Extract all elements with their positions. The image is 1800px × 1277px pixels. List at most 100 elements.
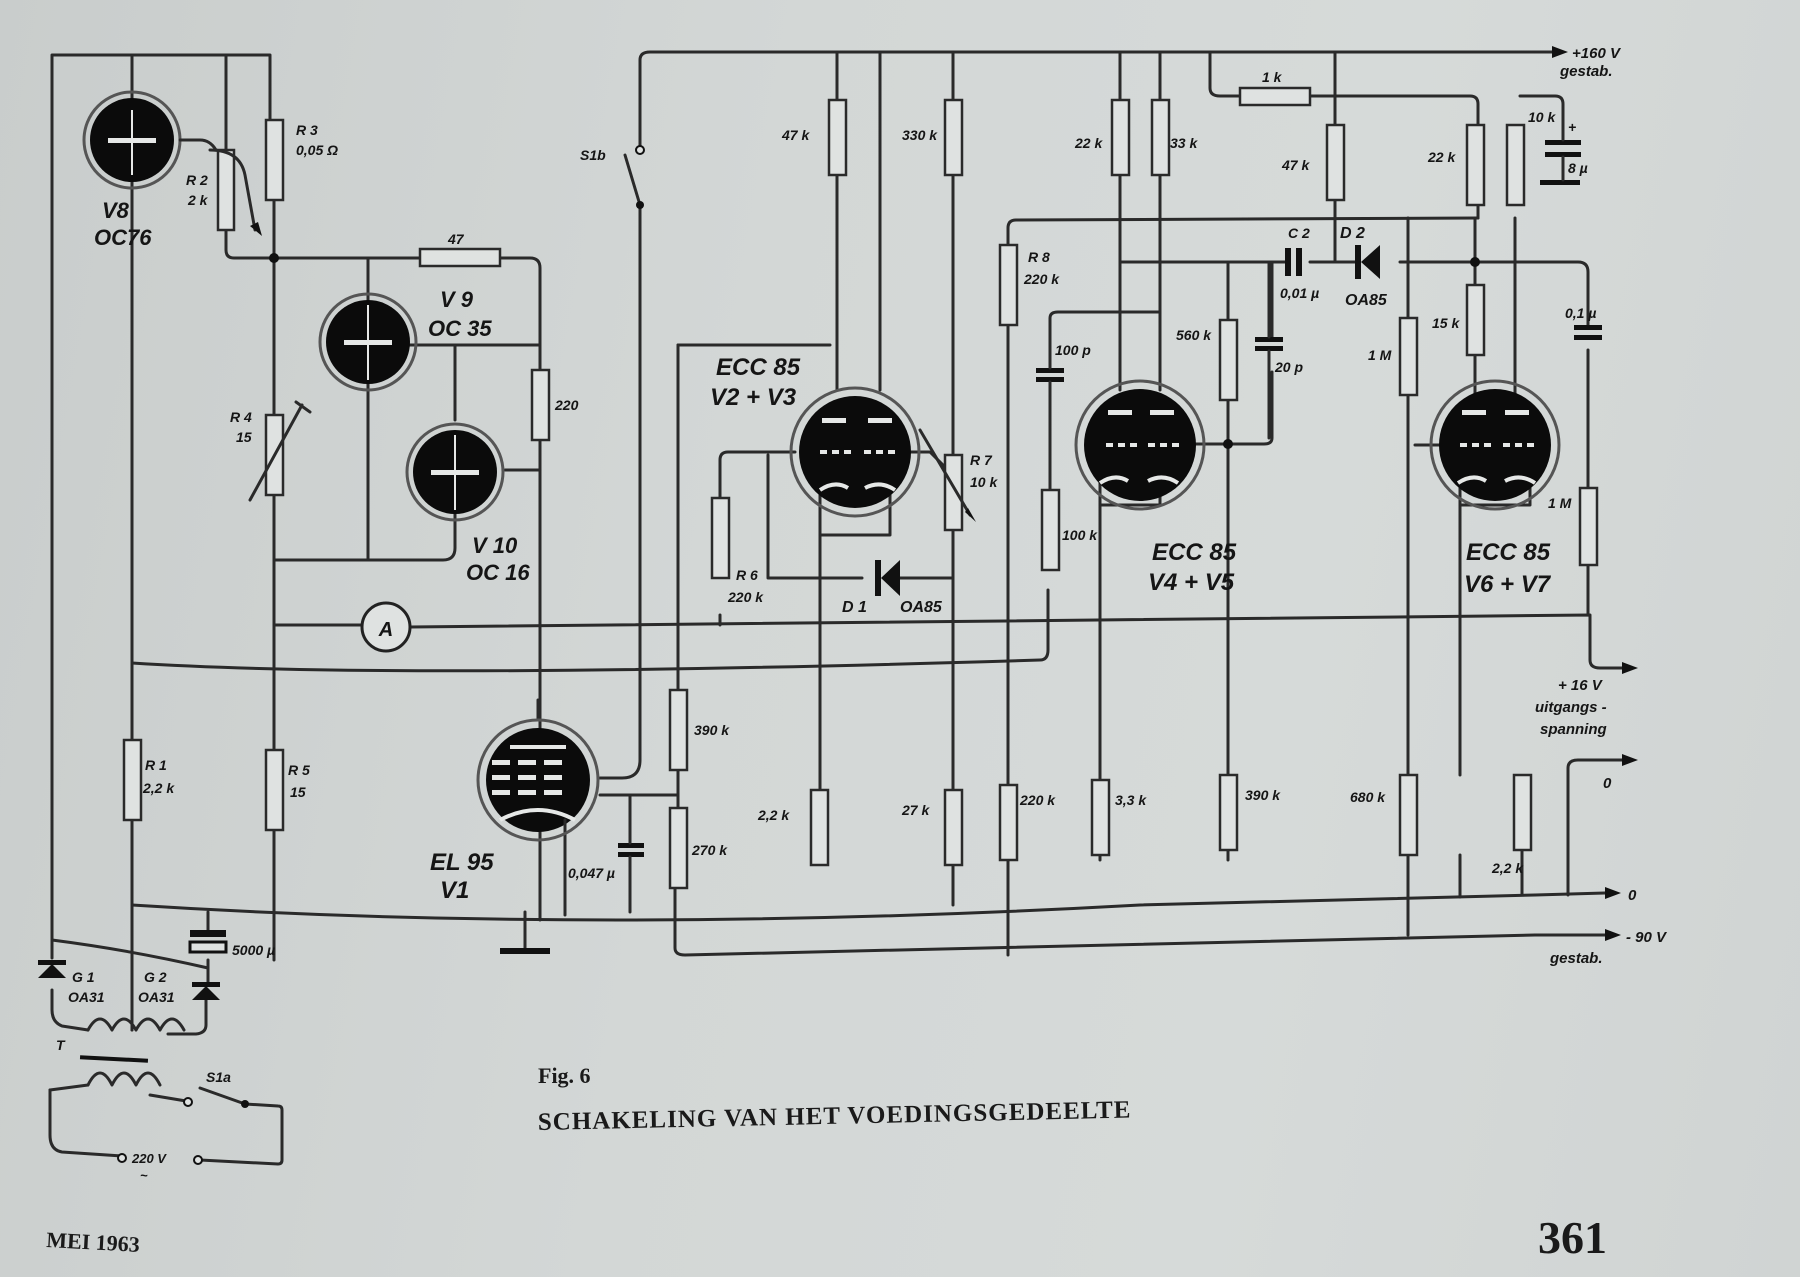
resistor-22k-b: [1465, 123, 1486, 207]
component-label: gestab.: [1549, 950, 1603, 967]
diode-g2: [192, 982, 220, 1000]
resistor-r2: [216, 148, 236, 232]
component-label: D 1: [842, 599, 867, 616]
resistor-15k: [1465, 283, 1486, 357]
figure-number: Fig. 6: [538, 1063, 591, 1088]
component-label: R 7: [970, 452, 993, 468]
resistor-220k-low: [998, 783, 1019, 862]
resistor-r8: [998, 243, 1019, 327]
tube-v1: [476, 718, 600, 842]
component-label: 0,05 Ω: [296, 142, 338, 158]
component-label: 27 k: [901, 802, 930, 818]
component-label: 220 k: [1023, 271, 1060, 287]
component-label: ECC 85: [1466, 539, 1551, 566]
component-label: ECC 85: [716, 354, 801, 381]
resistor-47k-a: [827, 98, 848, 177]
resistor-1m-b: [1578, 486, 1599, 567]
transformer: [79, 1017, 249, 1165]
resistor-390k-b: [1218, 773, 1239, 852]
component-label: 22 k: [1427, 149, 1456, 165]
capacitor-0047u: [618, 843, 644, 857]
component-label: 15: [236, 429, 252, 445]
component-label: R 4: [230, 409, 252, 425]
component-label: OA31: [68, 989, 105, 1005]
resistor-47k-b: [1325, 123, 1346, 202]
label-plus16: + 16 V: [1558, 677, 1604, 694]
arrow-minus90: [1605, 929, 1621, 941]
resistor-3-3k: [1090, 778, 1111, 857]
component-labels: V8 OC76 R 3 0,05 Ω R 2 2 k 47 V 9 OC 35 …: [56, 69, 1596, 1183]
component-label: 390 k: [1245, 787, 1281, 803]
component-label: A: [378, 619, 393, 641]
component-label: 2,2 k: [757, 807, 790, 823]
issue-date: MEI 1963: [46, 1227, 141, 1257]
diodes: [38, 245, 1380, 1000]
resistor-270k: [668, 806, 689, 890]
page-number: 361: [1538, 1212, 1607, 1263]
resistor-27k: [943, 788, 964, 867]
component-label: 2 k: [187, 192, 209, 208]
component-label: 100 k: [1062, 527, 1098, 543]
component-label: 3,3 k: [1115, 792, 1147, 808]
switch-s1b: [623, 145, 645, 209]
component-label: G 2: [144, 969, 167, 985]
component-label: 270 k: [691, 842, 728, 858]
component-label: R 8: [1028, 249, 1050, 265]
component-label: OA31: [138, 989, 175, 1005]
resistor-2-2k: [809, 788, 830, 867]
resistors: [122, 86, 1599, 890]
resistor-r3: [264, 118, 285, 202]
resistor-1m-a: [1398, 316, 1419, 397]
ground-symbol: [500, 948, 550, 954]
component-label: S1b: [580, 147, 606, 163]
diode-g1: [38, 960, 66, 978]
component-label: C 2: [1288, 225, 1310, 241]
component-label: V 10: [472, 533, 518, 558]
component-label: R 6: [736, 567, 758, 583]
component-label: 15: [290, 784, 306, 800]
component-label: T: [56, 1037, 66, 1053]
component-label: 0,1 µ: [1565, 305, 1596, 321]
arrow-zero-out: [1622, 754, 1638, 766]
rail-arrows: [1552, 46, 1638, 941]
arrow-plus160: [1552, 46, 1568, 58]
resistor-r6: [710, 496, 731, 580]
resistor-10k: [1505, 123, 1526, 207]
component-label: V2 + V3: [710, 384, 797, 411]
label-plus160: +160 V: [1572, 45, 1622, 62]
page-footer: MEI 1963 361: [46, 1212, 1607, 1263]
component-label: R 5: [288, 762, 310, 778]
resistor-33k: [1150, 98, 1171, 177]
label-zero-out: 0: [1603, 775, 1612, 792]
component-label: EL 95: [430, 849, 494, 876]
diode-d1: [875, 560, 900, 596]
arrow-plus16: [1622, 662, 1638, 674]
resistor-220: [530, 368, 551, 442]
capacitor-c2: [1285, 248, 1302, 276]
component-label: OA85: [900, 599, 943, 616]
component-label: V4 + V5: [1148, 569, 1235, 596]
component-label: 220: [554, 397, 579, 413]
component-label: 10 k: [1528, 109, 1556, 125]
component-label: 47 k: [781, 127, 810, 143]
component-label: OA85: [1345, 292, 1388, 309]
component-label: 47: [447, 231, 465, 247]
component-label: 680 k: [1350, 789, 1386, 805]
component-label: D 2: [1340, 225, 1365, 242]
component-label: S1a: [206, 1069, 231, 1085]
label-v8-name: V8: [102, 198, 130, 223]
figure-caption: Fig. 6 SCHAKELING VAN HET VOEDINGSGEDEEL…: [538, 1063, 1132, 1136]
component-label: R 2: [186, 172, 208, 188]
label-v8-type: OC76: [94, 225, 152, 250]
component-label: 2,2 k: [142, 780, 175, 796]
capacitors: [188, 94, 1602, 954]
component-label: 220 V: [131, 1151, 167, 1166]
component-label: ~: [140, 1168, 148, 1183]
component-label: 5000 µ: [232, 942, 275, 958]
resistor-330k: [943, 98, 964, 177]
tube-v4-v5: [1074, 379, 1206, 511]
tube-v8: [82, 90, 218, 190]
tube-v6-v7: [1429, 379, 1561, 511]
component-label: 8 µ: [1568, 160, 1588, 176]
